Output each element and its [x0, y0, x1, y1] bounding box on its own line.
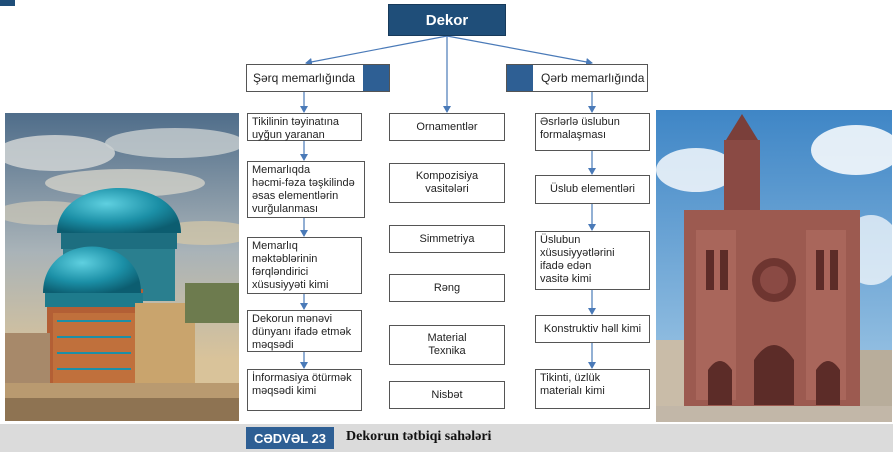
table-caption: Dekorun tətbiqi sahələri	[346, 429, 492, 444]
footer-bar	[0, 424, 893, 452]
middle-item-5: Material Texnika	[389, 325, 505, 365]
right-header-label: Qərb memarlığında	[541, 71, 645, 85]
right-header-accent	[507, 65, 533, 91]
middle-item-1: Ornamentlər	[389, 113, 505, 141]
corner-accent	[0, 0, 15, 6]
right-item-4: Konstruktiv həll kimi	[535, 315, 650, 343]
right-item-2: Üslub elementləri	[535, 175, 650, 204]
diagram-title: Dekor	[388, 4, 506, 36]
middle-item-3: Simmetriya	[389, 225, 505, 253]
middle-item-4: Rəng	[389, 274, 505, 302]
left-item-2: Memarlıqda həcmi-fəza təşkilində əsas el…	[247, 161, 365, 218]
middle-item-2: Kompozisiya vasitələri	[389, 163, 505, 203]
left-item-3: Memarlıq məktəblərinin fərqləndirici xüs…	[247, 237, 362, 294]
left-item-4: Dekorun mənəvi dünyanı ifadə etmək məqsə…	[247, 310, 362, 352]
right-header-box: Qərb memarlığında	[506, 64, 648, 92]
left-item-1: Tikilinin təyinatına uyğun yaranan	[247, 113, 362, 141]
right-item-1: Əsrlərlə üslubun formalaşması	[535, 113, 650, 151]
right-item-5: Tikinti, üzlük materialı kimi	[535, 369, 650, 409]
table-number-badge: CƏDVƏL 23	[246, 427, 334, 449]
left-header-accent	[363, 65, 389, 91]
left-item-5: İnformasiya ötürmək məqsədi kimi	[247, 369, 362, 411]
left-header-box: Şərq memarlığında	[246, 64, 390, 92]
middle-item-6: Nisbət	[389, 381, 505, 409]
cathedral-photo	[656, 110, 892, 422]
mausoleum-photo	[5, 113, 239, 421]
left-header-label: Şərq memarlığında	[253, 71, 356, 85]
right-item-3: Üslubun xüsusiyyətlərini ifadə edən vasi…	[535, 231, 650, 290]
